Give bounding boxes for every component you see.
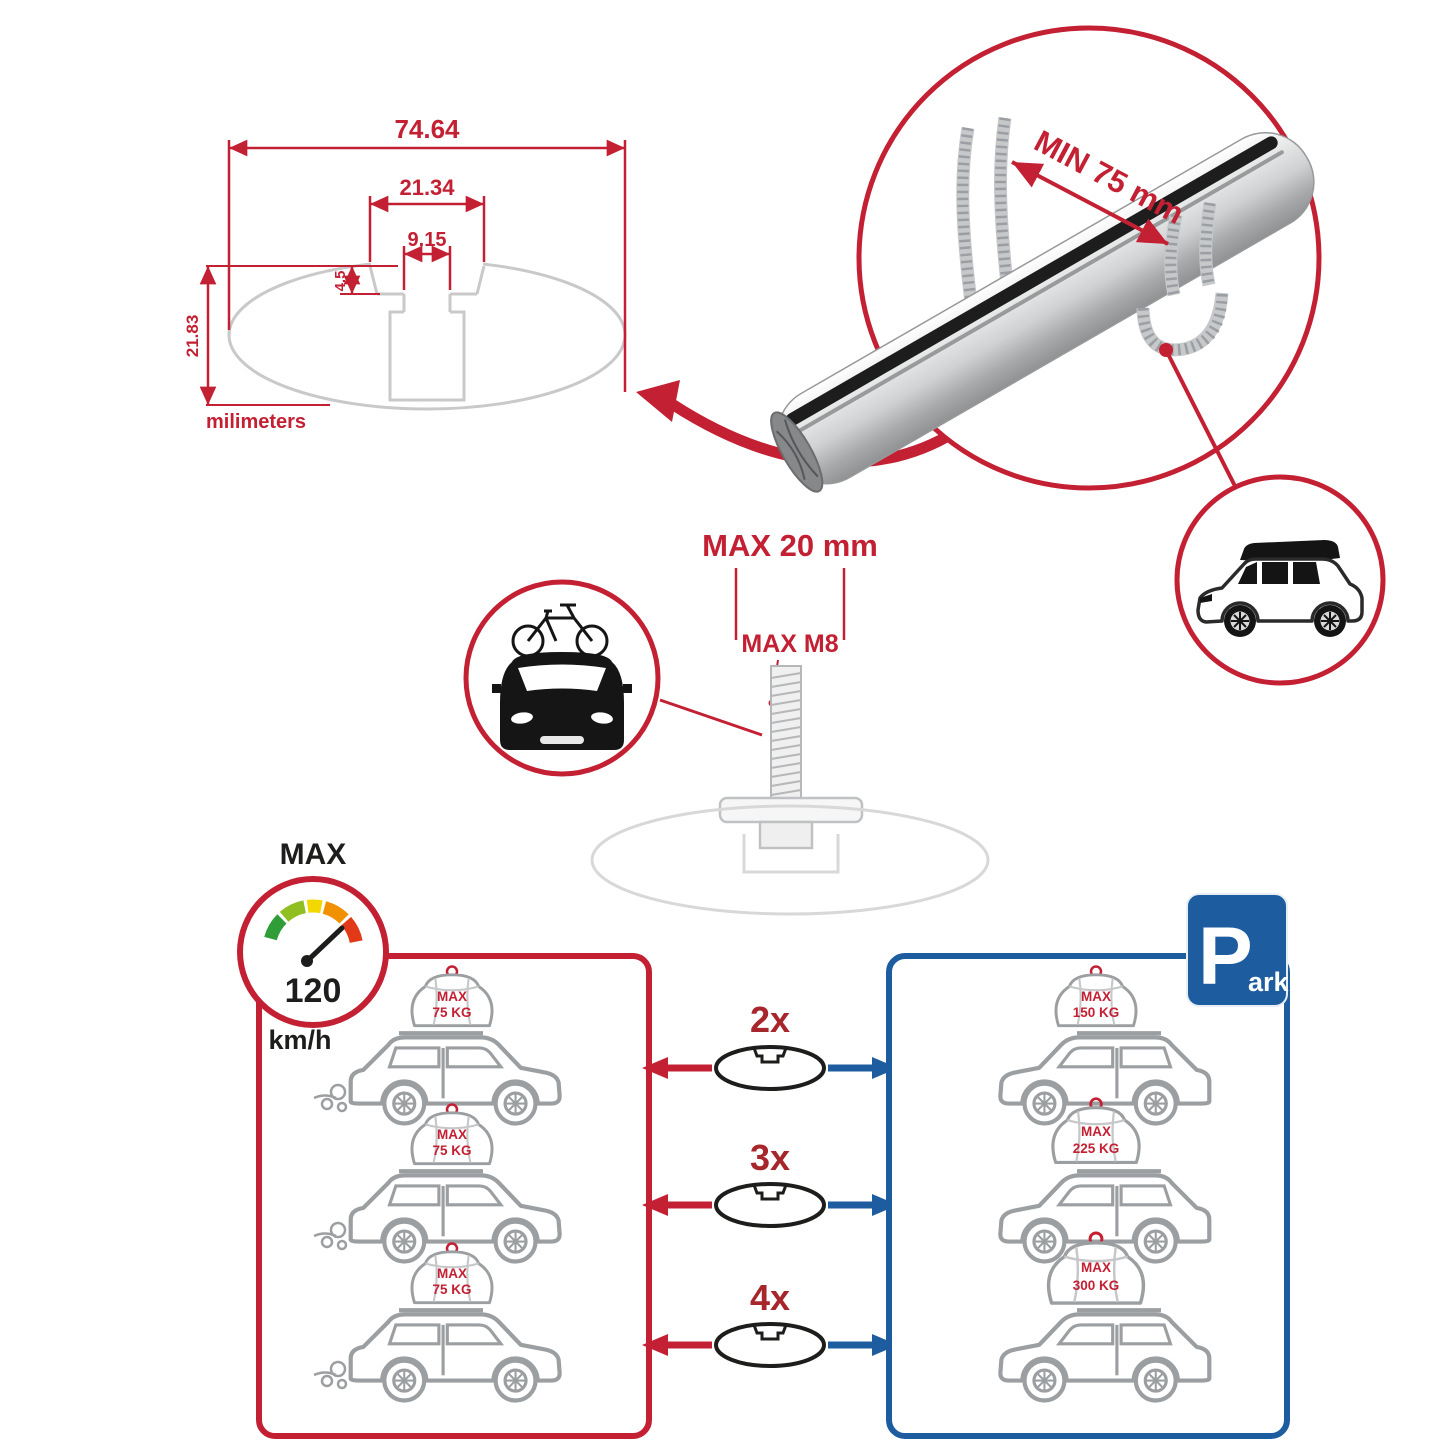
left-car-row-1: MAX 75 KG — [312, 965, 560, 1124]
multiplier-column: 2x 3x 4x — [642, 999, 898, 1368]
left-car-row-2: MAX 75 KG — [312, 1103, 560, 1262]
bar-closeup-circle: MIN 75 mm — [770, 25, 1322, 493]
ghost-profile — [590, 804, 990, 916]
dim-slot-depth: 4.5 — [332, 271, 349, 292]
right-load-3-kg: 300 KG — [1073, 1278, 1120, 1293]
car-windows — [1262, 562, 1320, 584]
left-car-row-3: MAX 75 KG — [312, 1242, 560, 1401]
dim-slot-outer-width: 21.34 — [399, 175, 455, 200]
car-plate — [540, 736, 584, 744]
dim-total-width: 74.64 — [394, 114, 460, 144]
multiplier-2: 3x — [750, 1137, 790, 1178]
park-sign-ark: ark — [1248, 967, 1290, 997]
dim-slot-inner-width: 9.15 — [408, 229, 447, 251]
left-load-3-max: MAX — [437, 1266, 467, 1281]
speed-value: 120 — [285, 972, 342, 1010]
multiplier-1: 2x — [750, 999, 790, 1040]
right-load-3-max: MAX — [1081, 1260, 1111, 1275]
parking-panel: P ark MAX 150 KG MAX 225 KG MAX 300 KG — [886, 893, 1290, 1439]
bolt-leader-line — [659, 698, 763, 737]
u-bolt-right — [1136, 202, 1229, 357]
bar-icon-row-3 — [714, 1322, 826, 1368]
car-mirror-right — [623, 684, 632, 693]
speed-limit-panel: MAX 120 km/h MAX 75 KG MAX 75 KG — [237, 838, 652, 1439]
left-load-2-kg: 75 KG — [432, 1143, 471, 1158]
speedometer: 120 — [237, 876, 389, 1028]
bar-end-cap — [770, 411, 824, 493]
u-bolt-left — [956, 117, 1016, 311]
right-car-row-3: MAX 300 KG — [1000, 1231, 1209, 1401]
multiplier-3: 4x — [750, 1277, 790, 1318]
left-load-3-kg: 75 KG — [432, 1282, 471, 1297]
dimension-lines — [199, 139, 627, 406]
right-car-row-1: MAX 150 KG — [1000, 965, 1209, 1124]
roof-box — [1240, 540, 1340, 562]
right-car-row-2: MAX 225 KG — [1000, 1097, 1209, 1262]
cross-section-dimension-drawing: 74.64 21.34 9.15 4.5 21.83 milimeters — [183, 114, 961, 468]
right-load-2-kg: 225 KG — [1073, 1141, 1120, 1156]
roofbox-car-circle — [1174, 474, 1386, 686]
callout-line — [1164, 349, 1240, 493]
speed-unit: km/h — [268, 1025, 331, 1055]
min-spacing-arrow — [1011, 160, 1169, 246]
left-load-2-max: MAX — [437, 1127, 467, 1142]
bar-profile-outline — [227, 255, 627, 411]
car-wheels — [1224, 605, 1346, 637]
bolt-spec-diagram: MAX 20 mm MAX M8 — [590, 528, 990, 916]
bike-car-circle — [463, 579, 763, 777]
car-headlight-right — [591, 712, 613, 724]
bar-icon-row-2 — [714, 1182, 826, 1228]
max-length-label: MAX 20 mm — [702, 528, 878, 563]
right-load-2-max: MAX — [1081, 1124, 1111, 1139]
threaded-bolt — [718, 665, 864, 850]
car-body — [1196, 557, 1364, 624]
car-windshield — [1238, 562, 1257, 584]
car-headlight — [1200, 594, 1212, 603]
park-sign-p: P — [1198, 911, 1253, 1002]
max-thread-label: MAX M8 — [741, 630, 838, 658]
car-front-windshield — [518, 664, 606, 691]
left-load-1-max: MAX — [437, 989, 467, 1004]
right-load-1-max: MAX — [1081, 989, 1111, 1004]
right-load-1-kg: 150 KG — [1073, 1005, 1120, 1020]
car-headlight-left — [511, 712, 533, 724]
speed-max-label: MAX — [280, 838, 347, 871]
unit-label: milimeters — [206, 411, 306, 433]
dim-total-height: 21.83 — [183, 315, 202, 358]
left-load-1-kg: 75 KG — [432, 1005, 471, 1020]
park-sign: P ark — [1186, 893, 1290, 1007]
bar-icon-row-1 — [714, 1045, 826, 1091]
car-mirror-left — [492, 684, 501, 693]
